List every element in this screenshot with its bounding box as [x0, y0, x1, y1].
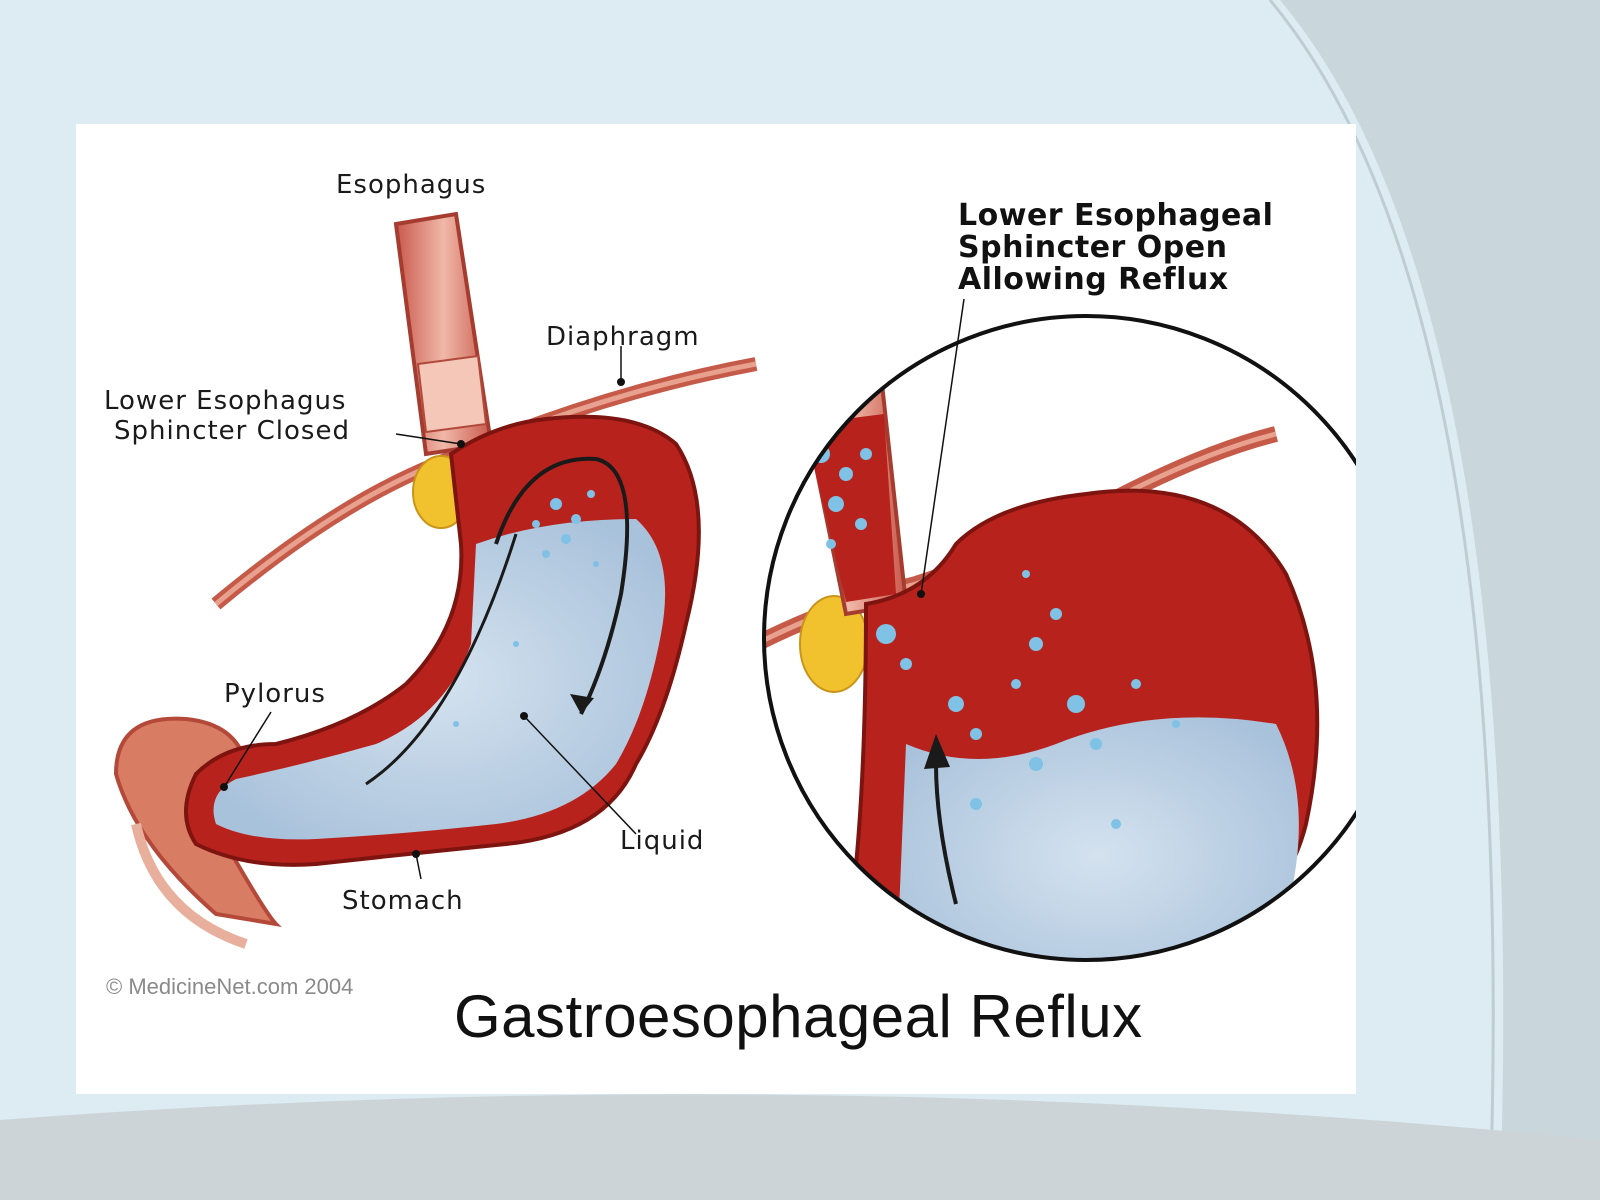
label-liquid: Liquid: [620, 826, 705, 856]
label-les-closed-line2: Sphincter Closed: [114, 416, 350, 446]
pylorus-point: [220, 783, 228, 791]
label-stomach: Stomach: [342, 886, 464, 916]
magnified-view: [764, 316, 1356, 960]
label-les-open-line3: Allowing Reflux: [958, 262, 1229, 297]
magnifier-ring: [762, 314, 1356, 962]
label-les-closed-line1: Lower Esophagus: [104, 386, 347, 416]
stomach-liquid: [213, 519, 666, 840]
flow-arrow: [494, 456, 630, 715]
liquid-bubbles: [453, 490, 599, 727]
label-les-open-line1: Lower Esophageal: [958, 198, 1274, 233]
anatomy-illustration: [113, 211, 1356, 962]
diagram-panel: Esophagus Diaphragm Lower Esophagus Sphi…: [76, 124, 1356, 1094]
diagram-title: Gastroesophageal Reflux: [454, 983, 1143, 1050]
label-esophagus: Esophagus: [336, 170, 487, 200]
label-pylorus: Pylorus: [224, 679, 326, 709]
label-les-open-line2: Sphincter Open: [958, 230, 1228, 265]
copyright-credit: © MedicineNet.com 2004: [106, 974, 354, 999]
label-diaphragm: Diaphragm: [546, 322, 700, 352]
